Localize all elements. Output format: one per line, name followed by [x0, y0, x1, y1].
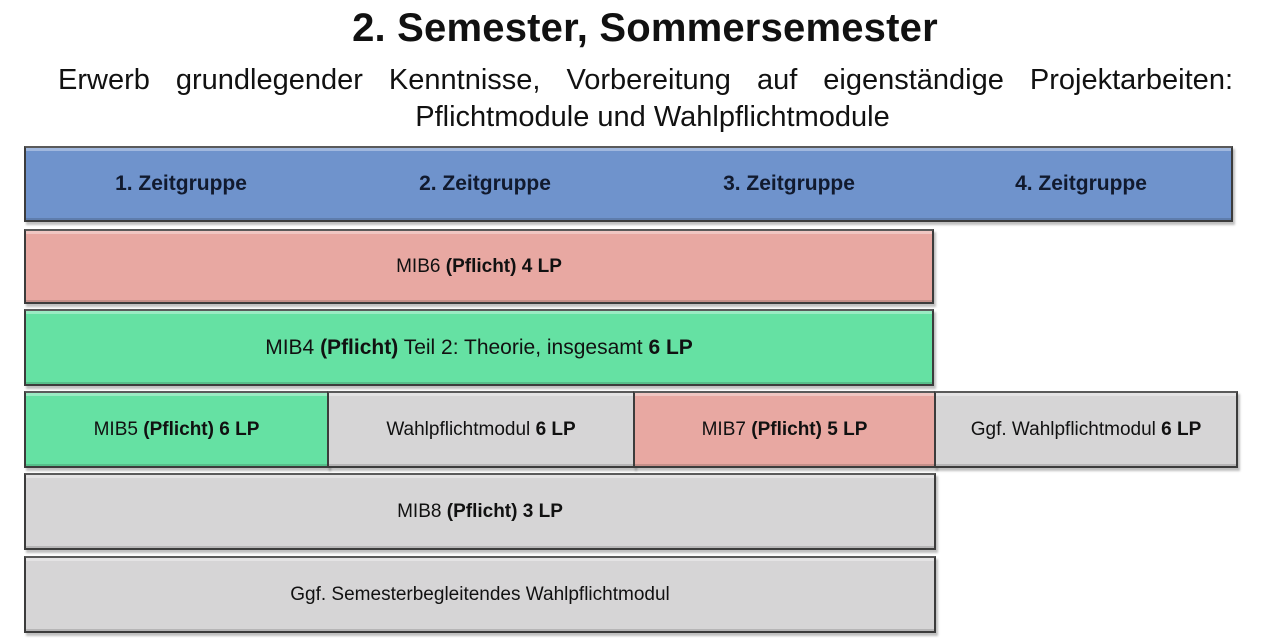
module-mib7: MIB7 (Pflicht) 5 LP: [633, 391, 936, 468]
zeitgruppe-2: 2. Zeitgruppe: [419, 172, 551, 195]
zeitgruppen-header: 1. Zeitgruppe 2. Zeitgruppe 3. Zeitgrupp…: [24, 146, 1233, 222]
subtitle-line-2: Pflichtmodule und Wahlpflichtmodule: [415, 101, 890, 133]
module-wahlpflicht-label: Wahlpflichtmodul 6 LP: [386, 418, 576, 440]
module-mib5-label: MIB5 (Pflicht) 6 LP: [93, 418, 260, 440]
module-mib6: MIB6 (Pflicht) 4 LP: [24, 229, 934, 304]
module-ggf-semesterbegleitend-label: Ggf. Semesterbegleitendes Wahlpflichtmod…: [290, 583, 670, 605]
subtitle-line-1: Erwerb grundlegender Kenntnisse, Vorbere…: [58, 64, 1233, 96]
slide-subtitle: Erwerb grundlegender Kenntnisse, Vorbere…: [58, 62, 1233, 136]
slide-title: 2. Semester, Sommersemester: [352, 6, 938, 50]
module-mib4: MIB4 (Pflicht) Teil 2: Theorie, insgesam…: [24, 309, 934, 386]
module-ggf-semesterbegleitend: Ggf. Semesterbegleitendes Wahlpflichtmod…: [24, 556, 936, 633]
module-ggf-wahlpflicht-label: Ggf. Wahlpflichtmodul 6 LP: [970, 418, 1202, 440]
zeitgruppe-1: 1. Zeitgruppe: [115, 172, 247, 195]
module-ggf-wahlpflicht: Ggf. Wahlpflichtmodul 6 LP: [934, 391, 1238, 468]
zeitgruppe-4: 4. Zeitgruppe: [1015, 172, 1147, 195]
module-wahlpflicht: Wahlpflichtmodul 6 LP: [327, 391, 635, 468]
module-mib8: MIB8 (Pflicht) 3 LP: [24, 473, 936, 550]
zeitgruppe-3: 3. Zeitgruppe: [723, 172, 855, 195]
module-mib4-label: MIB4 (Pflicht) Teil 2: Theorie, insgesam…: [265, 335, 693, 359]
module-mib7-label: MIB7 (Pflicht) 5 LP: [701, 418, 868, 440]
module-mib6-label: MIB6 (Pflicht) 4 LP: [396, 255, 562, 277]
module-mib8-label: MIB8 (Pflicht) 3 LP: [397, 500, 563, 522]
module-mib5: MIB5 (Pflicht) 6 LP: [24, 391, 329, 468]
